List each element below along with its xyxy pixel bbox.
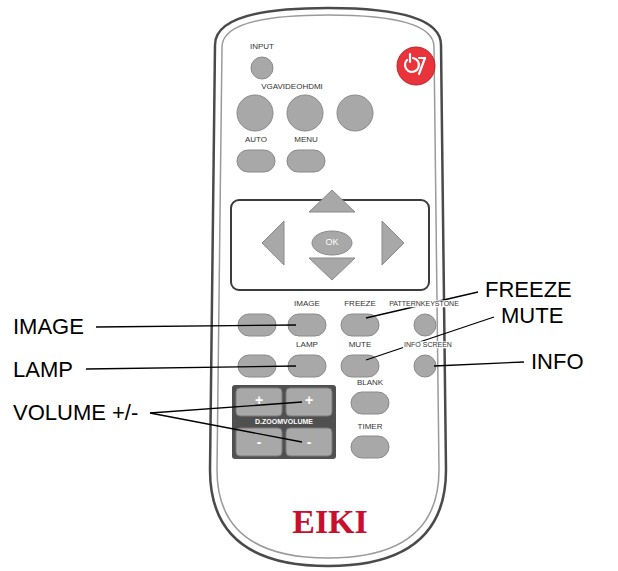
key-symbol: - — [256, 435, 263, 450]
callout-label: FREEZE — [482, 278, 575, 301]
power-button — [397, 47, 435, 85]
video-button — [287, 95, 323, 131]
lamp-leader — [86, 366, 296, 369]
vga-button — [237, 95, 273, 131]
button-label: BLANK — [356, 379, 384, 387]
timer-button — [351, 436, 389, 458]
key-symbol: + — [254, 393, 264, 408]
mute-button — [341, 355, 379, 377]
callout-label: LAMP — [10, 358, 76, 381]
info-button — [414, 355, 436, 377]
info-leader — [434, 362, 524, 366]
dpad-frame — [231, 200, 429, 290]
brand-logo: EIKI — [289, 504, 371, 540]
key-symbol: - — [306, 435, 313, 450]
dpad-arrows — [262, 190, 404, 280]
button-label: IMAGE — [293, 300, 321, 308]
input-button — [251, 57, 273, 79]
button-label: INFO SCREEN — [403, 341, 453, 348]
button-label: MENU — [293, 136, 319, 144]
callout-label: MUTE — [498, 304, 566, 327]
freeze-button — [341, 314, 379, 336]
button-label: D.ZOOMVOLUME — [254, 418, 314, 425]
callout-label: IMAGE — [10, 315, 87, 338]
freeze-leader — [366, 292, 478, 318]
button-label: VGAVIDEOHDMI — [260, 83, 324, 91]
remote-inner-edge — [217, 15, 439, 558]
mute-leader — [366, 317, 494, 360]
button-label: TIMER — [357, 423, 384, 431]
hdmi-button — [337, 95, 373, 131]
keystone-button — [414, 314, 436, 336]
button-label: INPUT — [249, 43, 275, 51]
zoom-volume-keys — [236, 388, 332, 456]
auto-button — [237, 150, 275, 172]
button-label: AUTO — [244, 136, 268, 144]
image-leader — [96, 325, 296, 327]
leader-lines — [86, 292, 524, 442]
button-label: PATTERNKEYSTONE — [388, 300, 460, 307]
button-label: LAMP — [295, 341, 319, 349]
key-symbol: + — [304, 393, 314, 408]
blank-button — [351, 392, 389, 414]
power-symbol — [405, 54, 425, 74]
menu-button — [287, 150, 325, 172]
button-label: OK — [324, 238, 339, 247]
volume-leader-up — [150, 402, 302, 413]
zoom-volume-panel — [232, 385, 336, 459]
button-label: FREEZE — [343, 300, 377, 308]
callout-label: VOLUME +/- — [10, 401, 141, 424]
remote-housing — [210, 8, 446, 566]
callout-label: INFO — [528, 350, 587, 373]
button-label: MUTE — [348, 341, 373, 349]
